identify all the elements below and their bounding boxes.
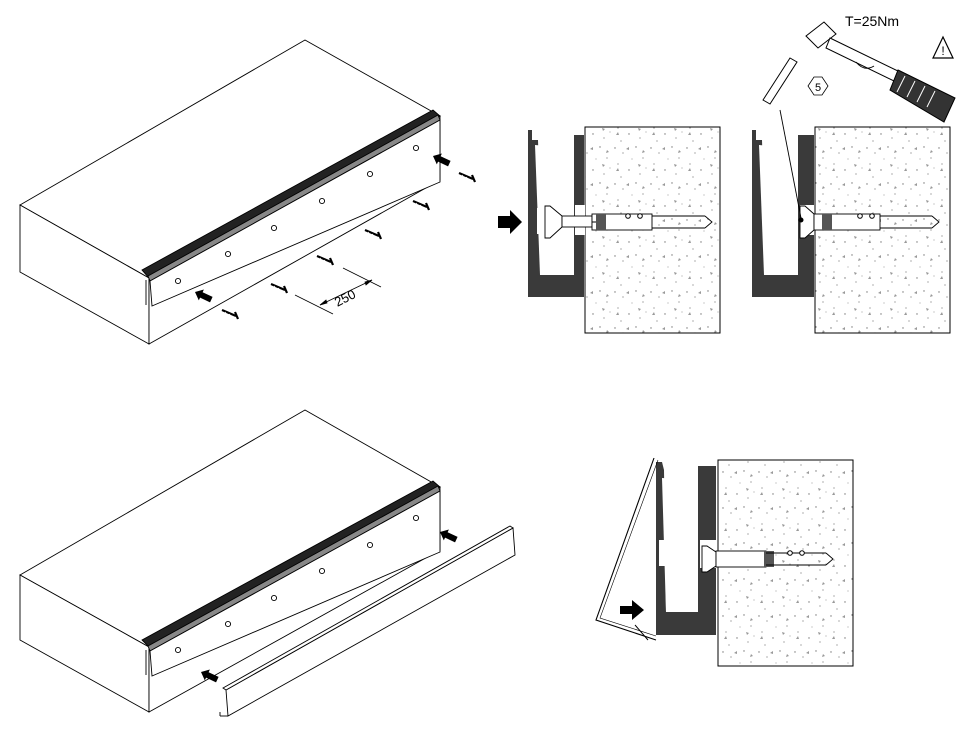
anchor-screw-icon: [269, 282, 289, 295]
anchor-screw-icon: [411, 199, 431, 212]
torque-wrench-icon: [762, 21, 956, 123]
cross-section-before: [498, 126, 721, 334]
anchor-screw-icon: [220, 308, 240, 321]
slab-with-cover-bottom: [19, 409, 516, 717]
push-arrow-icon: [498, 210, 522, 234]
anchor-screw-icon: [315, 254, 335, 267]
svg-text:!: !: [941, 44, 944, 58]
dimension-250: [294, 267, 382, 315]
anchor-screw-icon: [363, 228, 383, 241]
insert-arrow-icon: [437, 526, 459, 546]
torque-label: T=25Nm: [845, 13, 899, 29]
warning-icon: !: [932, 35, 954, 59]
cross-section-cover: [595, 457, 854, 667]
push-arrow-icon: [620, 600, 644, 620]
dimension-label: 250: [332, 286, 358, 309]
tool-size-label: 5: [815, 82, 821, 94]
slab-with-profile-top: [19, 39, 441, 345]
cross-section-tightened: [752, 109, 951, 334]
anchor-screw-icon: [457, 171, 477, 184]
